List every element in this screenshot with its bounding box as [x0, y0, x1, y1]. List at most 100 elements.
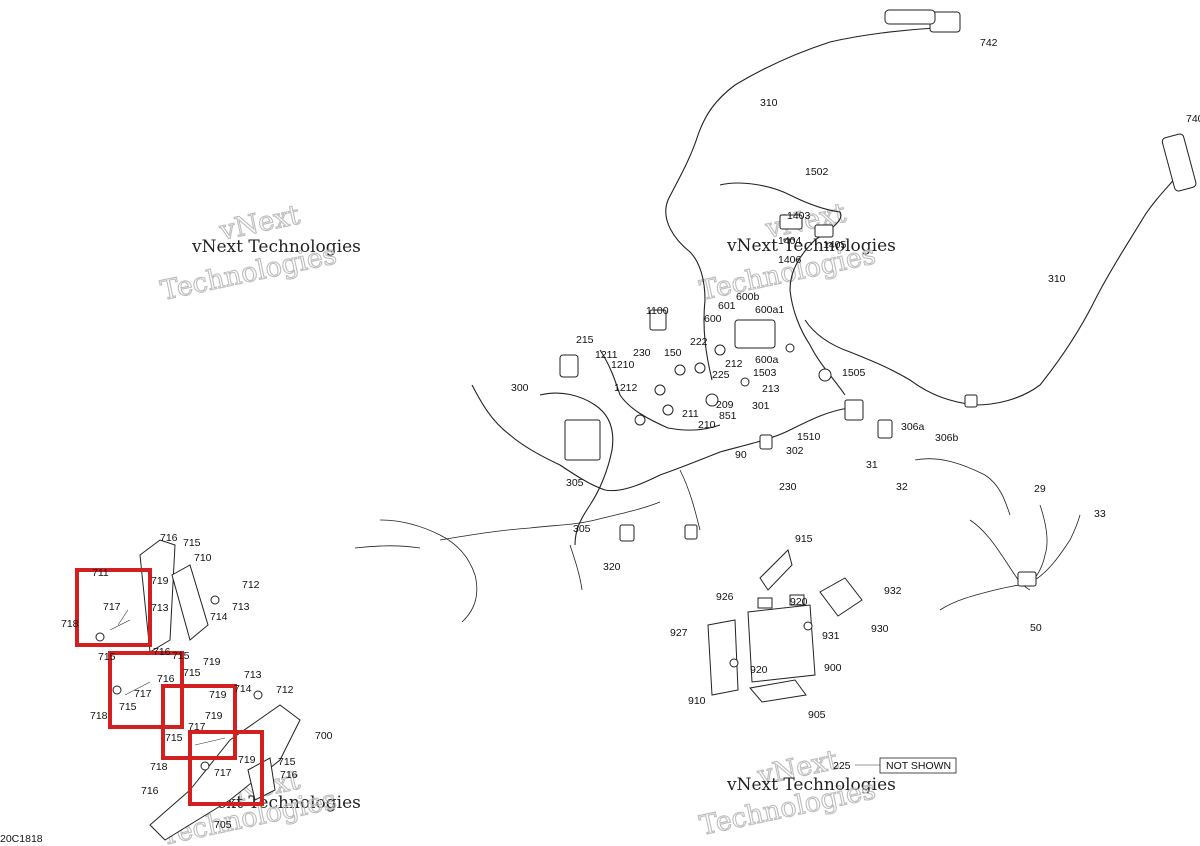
highlight-box-3: [161, 684, 237, 760]
part-label: 930: [871, 623, 889, 635]
part-label: 212: [725, 358, 743, 370]
part-label: 1505: [842, 367, 866, 379]
part-labels: 742 310 740 310 1502 1403 1404 1405 1406…: [61, 37, 1200, 831]
part-label: 714: [234, 683, 252, 695]
part-label: 716: [280, 769, 298, 781]
watermark-left: vNext vNext Technologies Technologies: [157, 199, 361, 307]
part-label: 50: [1030, 622, 1042, 634]
part-label: 719: [205, 710, 223, 722]
part-label: 711: [92, 567, 109, 579]
part-label: 1403: [787, 210, 811, 222]
part-label: 719: [209, 689, 227, 701]
watermark-bottom-right: vNext vNext Technologies Technologies: [696, 744, 896, 842]
part-label: 715: [165, 732, 183, 744]
part-label: 33: [1094, 508, 1106, 520]
part-label: 931: [822, 630, 840, 642]
part-label: 740: [1186, 113, 1200, 125]
part-label: 714: [210, 611, 228, 623]
part-label: 717: [103, 601, 121, 613]
part-label: 712: [242, 579, 260, 591]
highlight-box-4: [188, 730, 264, 806]
watermark-top-right: vNext vNext Technologies Technologies: [696, 197, 896, 307]
part-label: 210: [698, 419, 716, 431]
part-label: 718: [90, 710, 108, 722]
part-label: 1211: [595, 349, 618, 361]
part-label: 719: [203, 656, 221, 668]
part-label: 742: [980, 37, 998, 49]
part-label: 716: [160, 532, 178, 544]
part-label: 710: [194, 552, 212, 564]
part-label: 910: [688, 695, 706, 707]
part-label: 716: [141, 785, 159, 797]
part-label: 713: [232, 601, 250, 613]
highlight-box-2: [108, 651, 184, 729]
part-label: 29: [1034, 483, 1046, 495]
part-label: 715: [172, 650, 190, 662]
part-label: 915: [795, 533, 813, 545]
part-label: 1510: [797, 431, 821, 443]
part-label: 705: [214, 819, 232, 831]
battery-assembly: [707, 549, 863, 703]
part-label: 715: [278, 756, 296, 768]
part-label: 718: [150, 761, 168, 773]
part-label: 715: [98, 651, 116, 663]
part-label: 926: [716, 591, 734, 603]
part-label: 305: [566, 477, 584, 489]
part-label: 1404: [778, 235, 802, 247]
part-label: 150: [664, 347, 682, 359]
watermark-bl-text: vNext Technologies: [191, 793, 361, 813]
watermark-tr-text: vNext Technologies: [726, 236, 896, 256]
part-label: 716: [153, 646, 171, 658]
part-label: 211: [682, 408, 699, 420]
part-label: 230: [633, 347, 651, 359]
part-label: 310: [760, 97, 778, 109]
not-shown-callout: 225 NOT SHOWN: [833, 757, 957, 774]
part-label: 300: [511, 382, 529, 394]
part-label: 713: [244, 669, 262, 681]
part-label: 1100: [646, 305, 669, 317]
part-label: 717: [214, 767, 232, 779]
part-label: 900: [824, 662, 842, 674]
part-label: 719: [238, 754, 256, 766]
part-label: 31: [866, 459, 878, 471]
part-label: 209: [716, 399, 734, 411]
part-label: 320: [603, 561, 621, 573]
part-label: 310: [1048, 273, 1066, 285]
watermark-br-text: vNext Technologies: [726, 775, 896, 795]
part-label: 90: [735, 449, 747, 461]
part-label: 1503: [753, 367, 777, 379]
part-label: 713: [151, 602, 169, 614]
part-label: 215: [576, 334, 594, 346]
part-label: 927: [670, 627, 688, 639]
part-label: 1502: [805, 166, 829, 178]
part-label: 718: [61, 618, 79, 630]
part-label: 32: [896, 481, 908, 493]
diagram-code: 20C1818: [0, 833, 43, 845]
not-shown-part-number: 225: [833, 760, 851, 772]
part-label: 301: [752, 400, 770, 412]
part-label: 715: [119, 701, 137, 713]
part-label: 905: [808, 709, 826, 721]
part-label: 222: [690, 336, 708, 348]
part-label: 932: [884, 585, 902, 597]
part-label: 715: [183, 537, 201, 549]
part-label: 920: [790, 596, 808, 608]
part-label: 1406: [778, 254, 802, 266]
highlight-boxes: [75, 568, 264, 806]
part-label: 920: [750, 664, 768, 676]
part-label: 302: [786, 445, 804, 457]
part-label: 717: [134, 688, 152, 700]
part-label: 230: [779, 481, 797, 493]
part-label: 1405: [823, 239, 847, 251]
part-label: 719: [151, 575, 169, 587]
watermark-left-text: vNext Technologies: [191, 237, 361, 257]
part-label: 600: [704, 313, 722, 325]
part-label: 600a1: [755, 304, 784, 316]
part-label: 306b: [935, 432, 959, 444]
part-label: 700: [315, 730, 333, 742]
part-label: 225: [712, 369, 730, 381]
part-label: 600a: [755, 354, 779, 366]
part-label: 712: [276, 684, 294, 696]
not-shown-label: NOT SHOWN: [886, 760, 951, 772]
